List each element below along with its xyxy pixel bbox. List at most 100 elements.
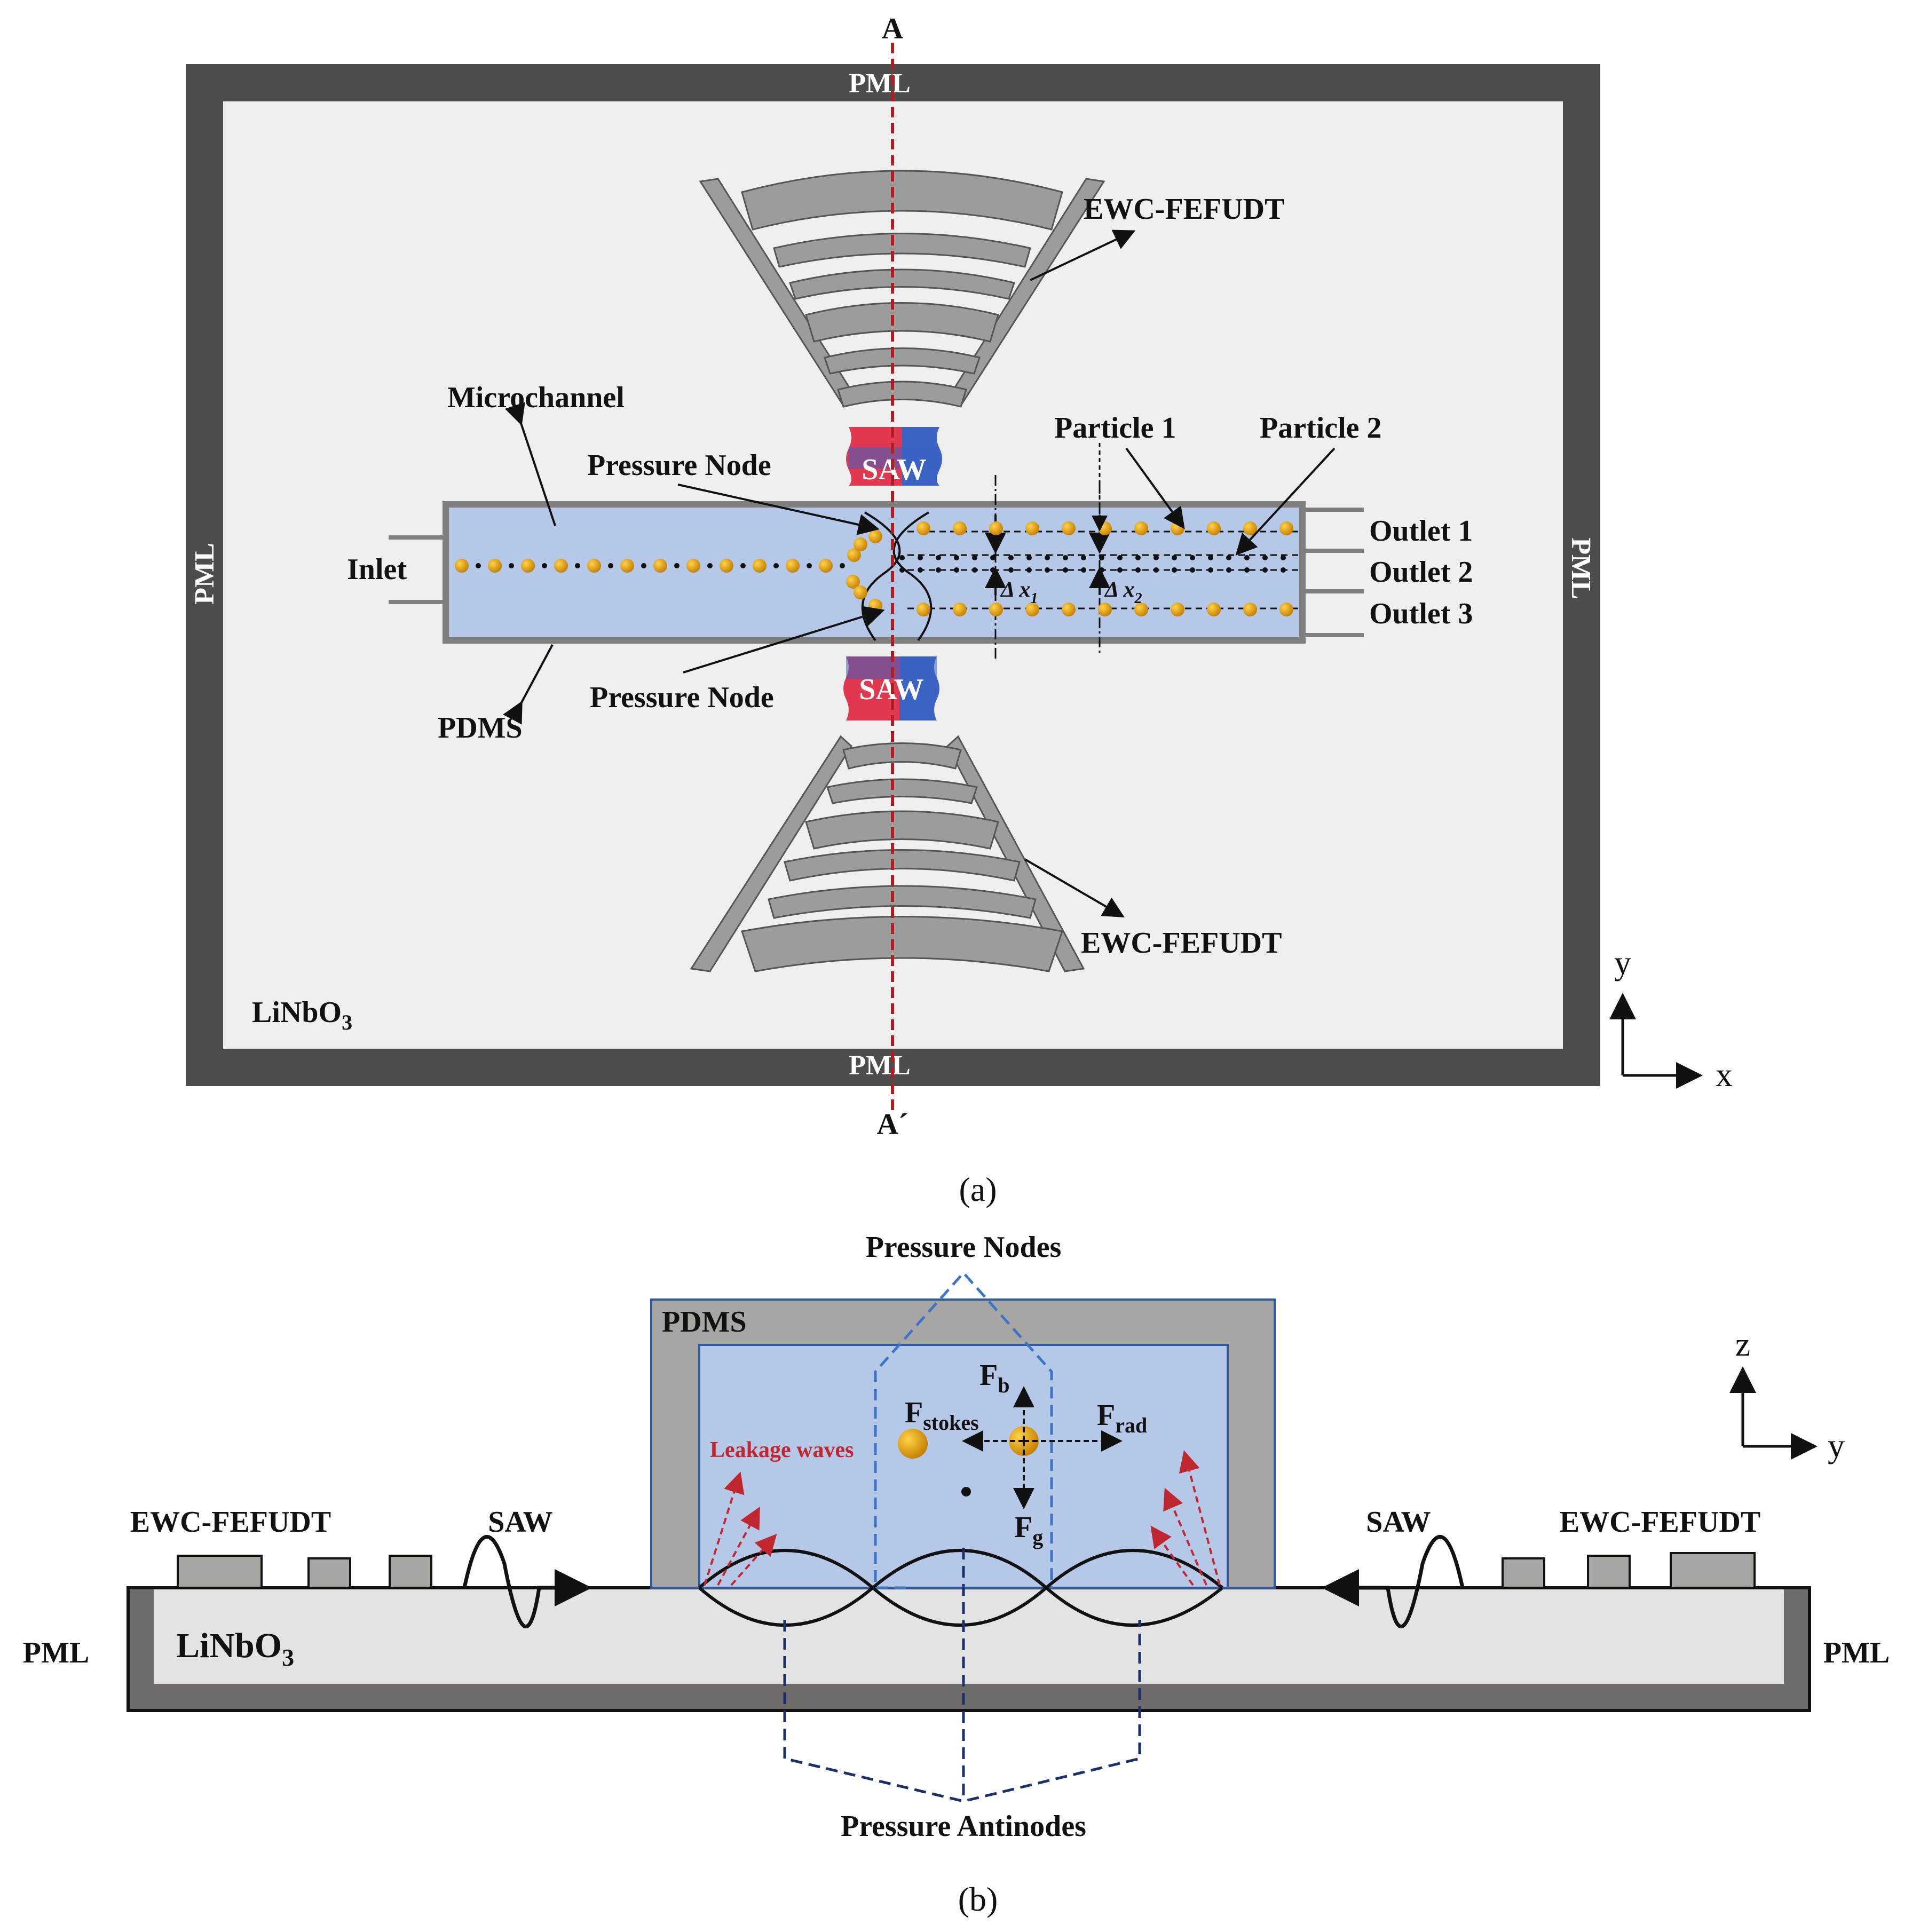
standing-wave-1 — [698, 1549, 1223, 1627]
particle-small-dot — [1244, 555, 1250, 560]
particle-large-dot — [989, 603, 1003, 616]
transducer-left-b — [177, 1555, 432, 1589]
particle-small-dot — [1099, 555, 1104, 560]
outlet-1-label: Outlet 1 — [1369, 514, 1473, 548]
panel-a: PML PML PML PML EWC-FEFUDT SAW — [186, 12, 1733, 1208]
particle-small-dot — [1208, 555, 1213, 560]
axis-y-label-b: y — [1828, 1427, 1845, 1464]
particle-large-dot — [953, 603, 967, 616]
particle-small-dot — [509, 563, 514, 568]
particle-small-dot — [972, 555, 977, 560]
transducer-right-b — [1502, 1552, 1756, 1589]
pml-right-label-b: PML — [1823, 1636, 1890, 1669]
particle-small-dot — [1244, 567, 1250, 573]
particle-large-dot — [1279, 521, 1293, 535]
particle-large-dot — [1062, 521, 1076, 535]
particle-small-dot — [936, 567, 941, 573]
particle-large-dot — [1134, 603, 1148, 616]
force-b-label: Fb — [979, 1359, 1009, 1397]
pressure-antinodes-label: Pressure Antinodes — [841, 1810, 1086, 1843]
particle-small-dot — [542, 563, 547, 568]
particle-large — [898, 1429, 928, 1459]
particle-large-dot — [953, 521, 967, 535]
transducer-top — [699, 170, 1105, 408]
particle-large-dot — [455, 559, 469, 573]
particle-small-dot — [1172, 555, 1177, 560]
particle-small-dot — [1135, 555, 1141, 560]
particle-large-dot — [488, 559, 502, 573]
transducer-top-arrow — [1030, 229, 1136, 281]
particle-large-dot — [753, 559, 767, 573]
pressure-node-top-arrow — [677, 484, 880, 535]
particle-large-dot — [786, 559, 800, 573]
particle-small-dot — [1226, 567, 1231, 573]
particle-small-dot — [1008, 555, 1014, 560]
pml-left-label: PML — [189, 543, 220, 605]
particle-large-dot — [854, 537, 867, 551]
particle-large-dot — [686, 559, 700, 573]
leakage-waves-label: Leakage waves — [710, 1438, 854, 1462]
microchannel — [389, 475, 1364, 659]
particle-small-dot — [1099, 567, 1104, 573]
particle-large-dot — [1279, 603, 1293, 616]
particle-small-dot — [1081, 567, 1086, 573]
microchannel-label: Microchannel — [447, 381, 625, 414]
particle-small-dot — [1208, 567, 1213, 573]
particle-small-dot — [1153, 567, 1159, 573]
particle-small-dot — [1190, 567, 1195, 573]
pressure-node-bottom-arrow — [683, 606, 885, 674]
particle-small-dot — [1226, 555, 1231, 560]
particle-small-dot — [1281, 555, 1286, 560]
particle-small-dot — [1117, 555, 1123, 560]
particle-small-dot — [899, 555, 905, 560]
particle-large-dot — [1025, 603, 1039, 616]
caption-a: (a) — [959, 1170, 997, 1208]
particle-small-dot — [1172, 567, 1177, 573]
particle-small-dot — [918, 555, 923, 560]
saw-wave-left — [462, 1535, 592, 1628]
particle-large-dot — [989, 521, 1003, 535]
substrate-label-a: LiNbO3 — [252, 996, 352, 1034]
inlet-label: Inlet — [347, 553, 407, 586]
axis-x-label: x — [1716, 1056, 1733, 1094]
particle-large-dot — [1207, 603, 1221, 616]
particle-large-dot — [1171, 521, 1184, 535]
particle-small-dot — [1063, 567, 1068, 573]
particle-small-dot — [1135, 567, 1141, 573]
particle-small-dot — [1262, 567, 1268, 573]
axis-y-label: y — [1614, 944, 1631, 981]
pml-bottom-strip — [128, 1684, 1810, 1711]
pdms-arrow — [503, 644, 554, 725]
particle-large-dot — [554, 559, 568, 573]
saw-right-label: SAW — [1366, 1506, 1431, 1539]
particle-small-dot — [1190, 555, 1195, 560]
particle-small-dot — [773, 563, 779, 568]
particle-small-dot — [1026, 567, 1032, 573]
particle-small-dot — [707, 563, 713, 568]
particle-small-dot — [990, 555, 995, 560]
force-stokes-label: Fstokes — [905, 1396, 979, 1435]
particle-large-dot — [1134, 521, 1148, 535]
particle-small-dot — [918, 567, 923, 573]
axes-zy — [1729, 1366, 1818, 1460]
pressure-nodes-label: Pressure Nodes — [866, 1231, 1062, 1264]
particle-small-dot — [641, 563, 646, 568]
particle-small-dot — [1153, 555, 1159, 560]
particle-large-dot — [720, 559, 733, 573]
particle-small-dot — [1281, 567, 1286, 573]
leakage-waves-right — [1150, 1450, 1221, 1586]
particle-small-dot — [972, 567, 977, 573]
particle-small-dot — [954, 567, 959, 573]
transducer-bottom-arrow — [1024, 858, 1125, 918]
particle-small-dot — [936, 555, 941, 560]
axis-z-label: z — [1735, 1325, 1750, 1363]
particle-small-dot — [575, 563, 580, 568]
saw-wave-right — [1322, 1535, 1465, 1628]
particle-small-dot — [476, 563, 481, 568]
section-label-bottom: A´ — [876, 1108, 908, 1141]
pressure-node-top-label: Pressure Node — [587, 449, 771, 482]
force-rad-label: Frad — [1097, 1399, 1147, 1437]
transducer-bottom — [690, 735, 1085, 972]
particle-large-dot — [620, 559, 634, 573]
